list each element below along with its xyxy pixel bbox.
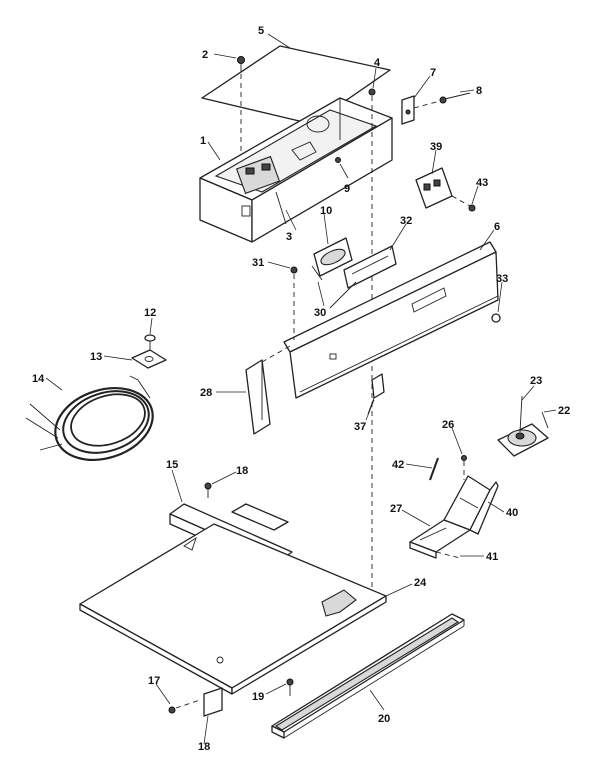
part-22-lead [541,411,549,429]
part-28-end-panel [245,345,291,435]
callout-17: 17 [148,675,160,687]
part-3-switch [235,155,287,225]
callout-31: 31 [252,257,264,269]
callout-23: 23 [530,375,542,387]
part-23-thermostat [497,395,549,457]
part-39-relay [415,167,471,209]
callout-37: 37 [354,421,366,433]
part-42-pin [429,457,439,481]
part-5-top-cover [201,45,391,125]
callout-22: 22 [558,405,570,417]
callout-30: 30 [314,307,326,319]
callout-20: 20 [378,713,390,725]
part-6-control-panel [283,241,499,399]
part-18-screw-top [204,482,212,498]
callout-12: 12 [144,307,156,319]
part-9-screw [335,157,341,163]
callout-32: 32 [400,215,412,227]
callout-6: 6 [494,221,500,233]
callout-7: 7 [430,67,436,79]
part-27-bracket [409,519,471,559]
callout-13: 13 [90,351,102,363]
part-32-bezel [343,245,397,289]
part-2-screw [237,56,245,155]
callout-18-top: 18 [236,465,248,477]
part-24-base-plate [79,523,387,695]
part-30-lead [329,281,357,309]
part-20-front-trim [271,613,465,739]
part-19-screw [286,678,294,696]
part-14-power-cord [25,375,154,461]
part-17-screw [168,699,201,714]
callout-42: 42 [392,459,404,471]
part-41-screw [435,551,461,559]
callout-9: 9 [344,183,350,195]
callout-43: 43 [476,177,488,189]
callout-labels: 5 2 1 4 7 8 9 39 43 3 10 32 6 31 33 30 1… [32,25,570,753]
callout-41: 41 [486,551,498,563]
part-43-screw [468,204,476,212]
callout-2: 2 [202,49,208,61]
callout-19: 19 [252,691,264,703]
callout-3: 3 [286,231,292,243]
part-26-screw [461,455,467,480]
part-33-nut [491,313,501,323]
leader-lines [45,33,557,745]
callout-28: 28 [200,387,212,399]
callout-33: 33 [496,273,508,285]
callout-18-bottom: 18 [198,741,210,753]
callout-5: 5 [258,25,264,37]
callout-15: 15 [166,459,178,471]
callout-39: 39 [430,141,442,153]
part-13-plate [131,349,167,369]
callout-40: 40 [506,507,518,519]
callout-8: 8 [476,85,482,97]
part-7-bracket [401,95,415,125]
part-37-clip [367,373,385,415]
part-40-bracket [443,475,499,535]
part-10-selector-switch [311,237,353,281]
callout-4: 4 [374,57,381,69]
callout-1: 1 [200,135,206,147]
callout-27: 27 [390,503,402,515]
callout-14: 14 [32,373,45,385]
part-18-bracket-bottom [203,687,223,717]
part-31-screw [290,266,298,340]
part-8-screw [413,92,471,109]
callout-26: 26 [442,419,454,431]
callout-10: 10 [320,205,332,217]
callout-24: 24 [414,577,427,589]
